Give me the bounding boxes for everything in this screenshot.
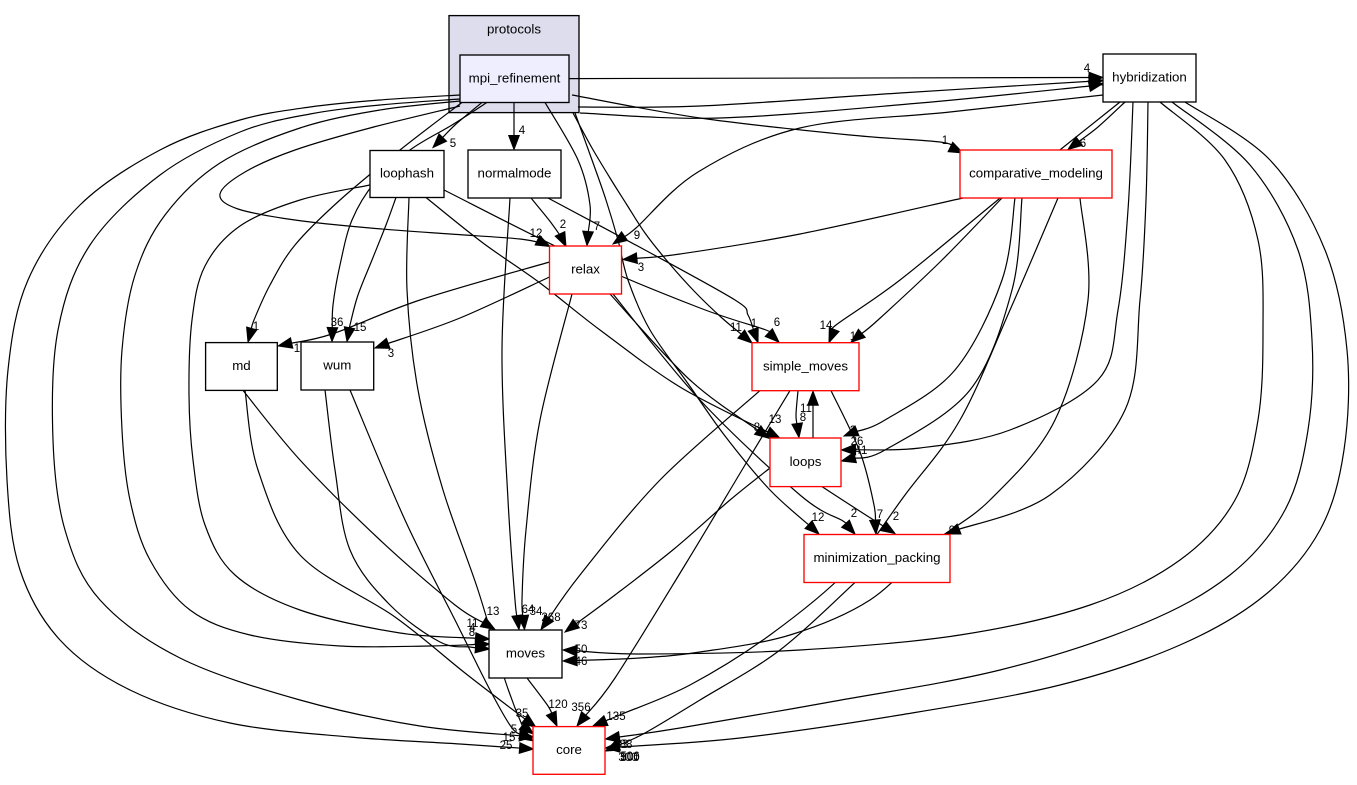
svg-text:11: 11 xyxy=(800,403,812,415)
svg-text:1: 1 xyxy=(751,318,757,330)
svg-text:120: 120 xyxy=(548,699,567,711)
svg-text:8: 8 xyxy=(800,412,806,424)
svg-text:6: 6 xyxy=(1080,138,1086,150)
svg-text:normalmode: normalmode xyxy=(478,166,552,181)
svg-text:25: 25 xyxy=(500,740,513,752)
svg-text:2: 2 xyxy=(851,508,857,520)
svg-text:simple_moves: simple_moves xyxy=(763,358,848,373)
svg-text:14: 14 xyxy=(820,320,833,332)
svg-text:46: 46 xyxy=(575,656,588,668)
svg-text:33: 33 xyxy=(616,739,629,751)
svg-text:135: 135 xyxy=(606,711,625,723)
svg-text:md: md xyxy=(232,358,250,373)
svg-text:300: 300 xyxy=(620,752,639,764)
svg-text:2: 2 xyxy=(560,219,566,231)
svg-text:8: 8 xyxy=(754,422,760,434)
svg-text:loops: loops xyxy=(790,454,822,469)
svg-text:loophash: loophash xyxy=(380,166,434,181)
svg-text:1: 1 xyxy=(850,331,856,343)
svg-text:1: 1 xyxy=(294,343,300,355)
svg-text:73: 73 xyxy=(575,620,588,632)
svg-text:11: 11 xyxy=(467,618,479,630)
svg-text:5: 5 xyxy=(511,724,517,736)
svg-text:9: 9 xyxy=(949,525,955,537)
svg-text:3: 3 xyxy=(388,348,394,360)
svg-text:hybridization: hybridization xyxy=(1112,70,1187,85)
svg-text:3: 3 xyxy=(638,262,644,274)
svg-text:11: 11 xyxy=(730,322,742,334)
svg-text:34: 34 xyxy=(530,606,543,618)
svg-text:35: 35 xyxy=(516,708,529,720)
svg-text:88: 88 xyxy=(620,739,633,751)
svg-text:2: 2 xyxy=(893,511,899,523)
svg-text:2: 2 xyxy=(850,425,856,437)
svg-text:356: 356 xyxy=(571,702,590,714)
svg-text:wum: wum xyxy=(322,358,351,373)
svg-text:36: 36 xyxy=(331,317,344,329)
svg-text:1: 1 xyxy=(253,321,259,333)
svg-text:506: 506 xyxy=(620,751,639,763)
svg-text:6: 6 xyxy=(774,317,780,329)
svg-text:minimization_packing: minimization_packing xyxy=(813,550,940,565)
svg-text:5: 5 xyxy=(450,138,456,150)
svg-text:mpi_refinement: mpi_refinement xyxy=(469,70,561,85)
svg-text:protocols: protocols xyxy=(487,22,541,37)
svg-text:300: 300 xyxy=(618,752,637,764)
svg-text:4: 4 xyxy=(469,623,476,635)
svg-text:15: 15 xyxy=(354,322,367,334)
svg-text:4: 4 xyxy=(519,125,526,137)
svg-text:moves: moves xyxy=(506,646,546,661)
svg-text:comparative_modeling: comparative_modeling xyxy=(969,166,1103,181)
svg-text:64: 64 xyxy=(522,604,535,616)
svg-text:12: 12 xyxy=(530,228,543,240)
svg-text:4: 4 xyxy=(1084,63,1091,75)
svg-text:1: 1 xyxy=(942,135,948,147)
svg-text:core: core xyxy=(556,742,582,757)
svg-text:7: 7 xyxy=(877,509,883,521)
svg-text:50: 50 xyxy=(575,644,588,656)
svg-text:268: 268 xyxy=(541,612,560,624)
svg-text:15: 15 xyxy=(503,732,516,744)
svg-text:13: 13 xyxy=(769,414,782,426)
svg-text:13: 13 xyxy=(487,606,500,618)
svg-text:relax: relax xyxy=(571,262,600,277)
svg-text:41: 41 xyxy=(855,445,868,457)
svg-text:9: 9 xyxy=(634,230,640,242)
svg-text:12: 12 xyxy=(812,512,825,524)
svg-text:8: 8 xyxy=(469,627,475,639)
svg-text:26: 26 xyxy=(851,436,864,448)
svg-text:7: 7 xyxy=(594,221,600,233)
